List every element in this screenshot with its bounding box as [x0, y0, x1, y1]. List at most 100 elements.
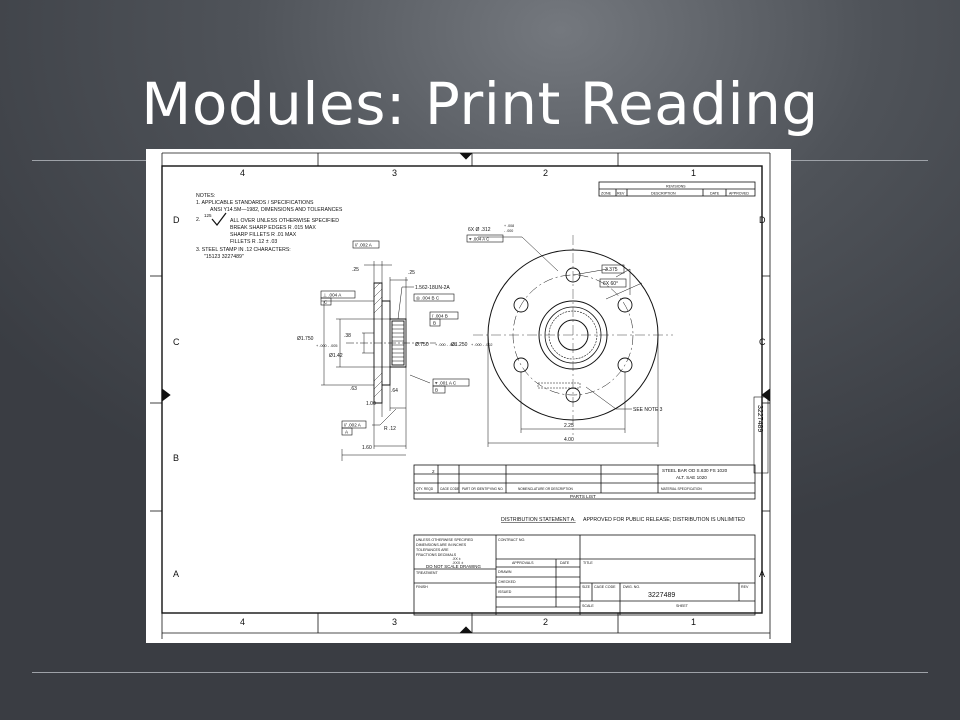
side-drawing-number: 3227489	[756, 405, 763, 432]
parts-col-qty: QTY. REQD	[416, 487, 434, 491]
rev-col-approved: APPROVED	[729, 192, 749, 196]
tb-unless: UNLESS OTHERWISE SPECIFIED	[416, 538, 473, 542]
datum-b-label: B	[433, 321, 436, 326]
zone-col-top-3: 3	[392, 168, 397, 178]
note-2c: FILLETS R .12 ± .03	[230, 239, 277, 245]
tb-dec2: .XX ±	[452, 557, 461, 561]
note-2-num: 2.	[196, 217, 200, 223]
tb-size: SIZE	[582, 585, 591, 589]
note-3b: "15123 3227489"	[204, 254, 244, 260]
fcf-flatness: // .002 A	[344, 423, 362, 428]
zone-row-right-c: C	[759, 337, 766, 347]
parts-col-material: MATERIAL SPECIFICATION	[661, 487, 702, 491]
dim-bolt-circle: 3.375	[605, 267, 618, 273]
dim-dia-1750-tol: + .000 - .005	[316, 344, 337, 348]
note-2a: BREAK SHARP EDGES R .015 MAX	[230, 225, 316, 231]
dim-hole-tol-dn: - .000	[504, 229, 513, 233]
tb-rev: REV	[741, 585, 749, 589]
zone-col-top-2: 2	[543, 168, 548, 178]
dim-064: .64	[391, 388, 398, 394]
tb-date: DATE	[560, 561, 570, 565]
dim-dia-142: Ø1.42	[329, 353, 343, 359]
note-1: 1. APPLICABLE STANDARDS / SPECIFICATIONS	[196, 200, 314, 206]
parts-col-cage: CAGE CODE	[440, 487, 459, 491]
parts-material-1: STEEL BAR OD S.630 FS 1020	[662, 468, 728, 473]
tb-cage: CAGE CODE	[594, 585, 616, 589]
zone-col-top-4: 4	[240, 168, 245, 178]
dim-dia-1250: Ø1.250	[451, 342, 468, 348]
datum-b-label-2: B	[435, 388, 438, 393]
zone-row-right-a: A	[759, 569, 765, 579]
tb-approvals: APPROVALS	[512, 561, 534, 565]
dim-hole-pattern: 6X Ø .312	[468, 227, 491, 233]
feature-control-frames	[320, 240, 470, 436]
tb-finish: FINISH	[416, 585, 428, 589]
parts-item-no: 2	[432, 469, 435, 474]
title-block	[413, 534, 756, 616]
dim-r012: R .12	[384, 426, 396, 432]
tb-sheet: SHEET	[676, 604, 689, 608]
dim-dia-1250-tol: + .000 - .002	[471, 343, 492, 347]
rev-col-description: DESCRIPTION	[651, 192, 676, 196]
tb-title: TITLE	[583, 561, 593, 565]
rev-col-rev: REV	[617, 192, 625, 196]
tb-scale: SCALE	[582, 604, 594, 608]
distribution-label: DISTRIBUTION STATEMENT A.	[501, 517, 576, 523]
surface-finish-check-icon	[211, 212, 227, 226]
dim-hole-tol-up: + .008	[504, 224, 514, 228]
dim-160: 1.60	[362, 445, 372, 451]
parts-col-part: PART OR IDENTIFYING NO.	[462, 487, 504, 491]
notes-block: NOTES: 1. APPLICABLE STANDARDS / SPECIFI…	[196, 193, 343, 260]
zone-row-right-d: D	[759, 215, 766, 225]
dim-225: 2.25	[564, 423, 574, 429]
dim-025-right: .25	[408, 270, 415, 276]
tb-dims-in: DIMENSIONS ARE IN INCHES	[416, 543, 467, 547]
parts-col-nomenclature: NOMENCLATURE OR DESCRIPTION	[518, 487, 574, 491]
tb-fractions: FRACTIONS DECIMALS	[416, 553, 457, 557]
dim-dia-1750: Ø1.750	[297, 336, 314, 342]
note-2: ALL OVER UNLESS OTHERWISE SPECIFIED	[230, 218, 339, 224]
dim-100: 1.00	[366, 401, 376, 407]
tb-drawn: DRAWN	[498, 570, 512, 574]
fcf-perpendicularity: ⊥ .004 A	[323, 293, 342, 298]
dim-063: .63	[350, 386, 357, 392]
footer-rule	[32, 672, 928, 673]
zone-col-bottom-3: 3	[392, 617, 397, 627]
engineering-drawing: 4 3 2 1 4 3 2 1 D C B A D C A NOTES: 1. …	[146, 149, 791, 643]
see-note-label: SEE NOTE 3	[633, 407, 663, 413]
fcf-parallelism: // .002 A	[355, 243, 373, 248]
revisions-table	[598, 181, 756, 197]
note-3: 3. STEEL STAMP IN .12 CHARACTERS:	[196, 247, 291, 253]
zone-col-bottom-1: 1	[691, 617, 696, 627]
parts-list-table	[413, 464, 756, 500]
zone-col-bottom-4: 4	[240, 617, 245, 627]
parts-list-title: PARTS LIST	[570, 494, 596, 499]
side-view-dim-lines	[321, 261, 431, 461]
note-1b: ANSI Y14.5M—1982, DIMENSIONS AND TOLERAN…	[210, 207, 343, 213]
datum-c-label: C	[324, 300, 328, 305]
front-view-dim-lines	[478, 236, 659, 447]
dim-025-top: .25	[352, 267, 359, 273]
zone-row-left-c: C	[173, 337, 180, 347]
parts-material-2: ALT. SAE 1020	[676, 475, 707, 480]
dim-dia-0750: Ø.750	[415, 342, 429, 348]
fcf-hole-position: ⌖ .004 A C	[469, 237, 489, 242]
dim-400: 4.00	[564, 437, 574, 443]
dim-038: .38	[344, 333, 351, 339]
tb-issued: ISSUED	[498, 590, 512, 594]
dim-angle: 6X 60°	[603, 281, 618, 287]
fcf-position-001: ⌖ .001 A C	[435, 381, 457, 386]
fcf-runout: / .004 B	[432, 314, 448, 319]
note-2-symbol: 125	[204, 213, 212, 218]
tb-do-not-scale: DO NOT SCALE DRAWING	[426, 564, 481, 569]
rev-col-zone: ZONE	[601, 192, 612, 196]
tb-treatment: TREATMENT	[416, 571, 438, 575]
notes-heading: NOTES:	[196, 193, 215, 199]
tb-checked: CHECKED	[498, 580, 516, 584]
zone-row-left-a: A	[173, 569, 179, 579]
rev-col-date: DATE	[710, 192, 720, 196]
revisions-heading: REVISIONS	[666, 185, 686, 189]
front-view-callouts	[466, 234, 627, 288]
fcf-concentricity: ◎ .004 B C	[416, 296, 440, 301]
tb-contract: CONTRACT NO.	[498, 538, 525, 542]
